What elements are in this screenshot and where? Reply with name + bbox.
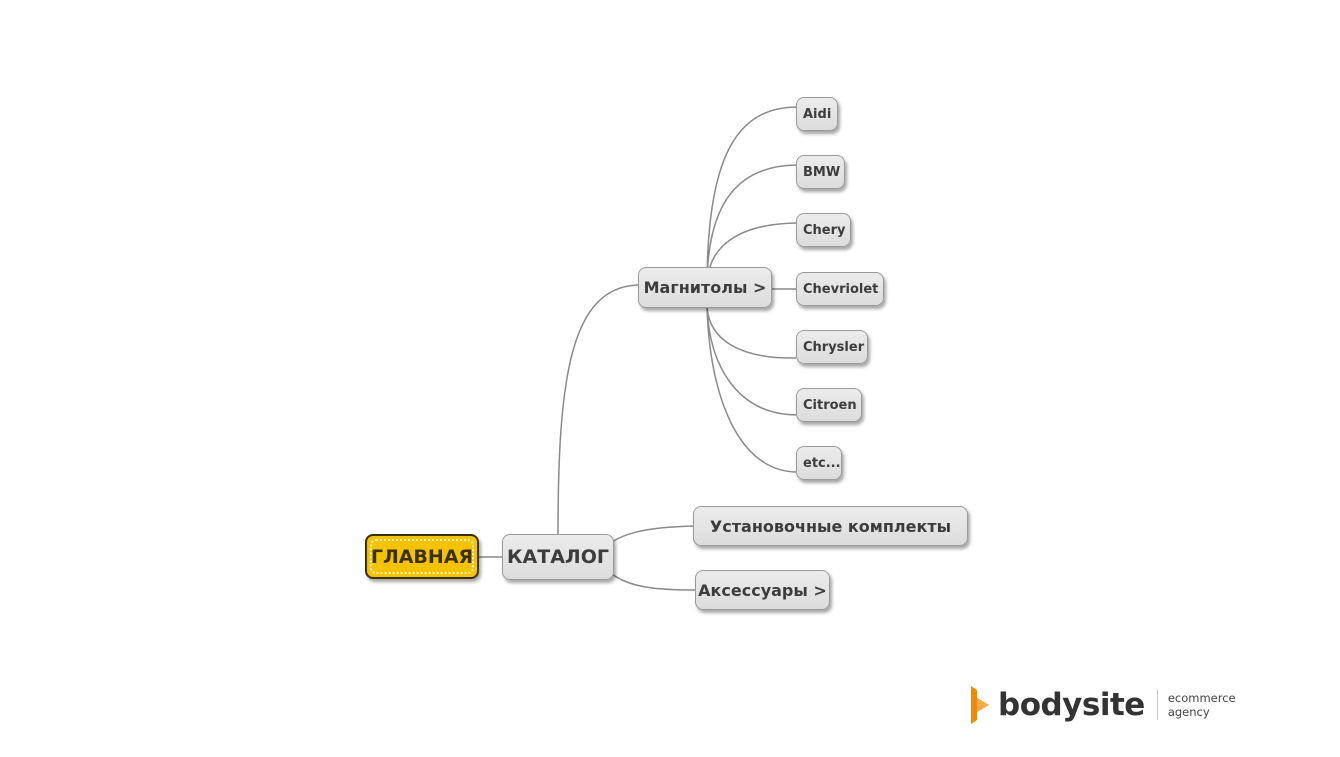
link-catalog-install	[611, 525, 694, 543]
accessories-node[interactable]: Аксессуары >	[695, 570, 830, 610]
tagline-line1: ecommerce	[1167, 691, 1236, 705]
radios-node[interactable]: Магнитолы >	[638, 267, 772, 308]
link-radios-citroen	[706, 307, 797, 416]
brand-node-bmw[interactable]: BMW	[796, 155, 845, 189]
brand-node-etc[interactable]: etc...	[796, 446, 842, 480]
tagline-line2: agency	[1167, 705, 1210, 719]
link-radios-bmw	[706, 164, 797, 288]
brand-node-chevriolet[interactable]: Chevriolet	[796, 272, 884, 306]
bodysite-logo-icon	[971, 686, 989, 724]
root-label: ГЛАВНАЯ	[370, 545, 474, 568]
brand-node-citroen[interactable]: Citroen	[796, 388, 862, 422]
link-radios-chrysler	[706, 307, 797, 359]
link-radios-etc	[706, 307, 797, 473]
brand-node-chrysler[interactable]: Chrysler	[796, 330, 868, 364]
link-catalog-accessories	[611, 573, 696, 591]
brand-node-aidi[interactable]: Aidi	[796, 97, 838, 131]
install-kits-node[interactable]: Установочные комплекты	[693, 506, 968, 546]
logo-divider	[1156, 690, 1158, 720]
brand-node-chery[interactable]: Chery	[796, 213, 851, 247]
logo-wordmark: bodysite	[998, 687, 1145, 723]
root-node-home[interactable]: ГЛАВНАЯ	[365, 534, 479, 579]
catalog-node[interactable]: КАТАЛОГ	[502, 534, 614, 580]
link-radios-aidi	[706, 106, 797, 288]
link-catalog-radios	[557, 284, 639, 535]
